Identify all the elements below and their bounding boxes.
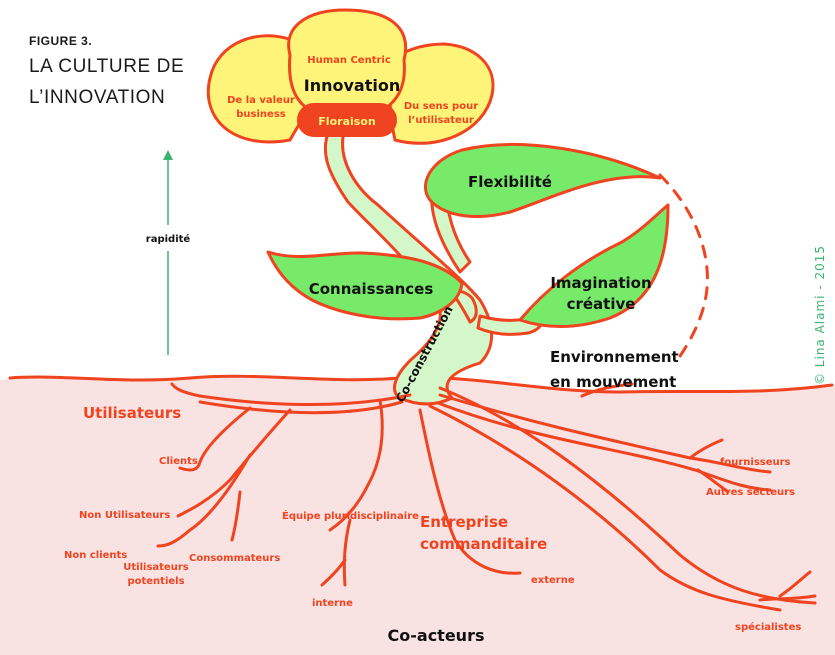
label-user-meaning-1: Du sens pour: [404, 101, 478, 112]
label-speed: rapidité: [146, 233, 191, 245]
leaf-flexibility: [424, 143, 662, 218]
root-suppliers-fork: [688, 438, 724, 460]
label-environment-1: Environnement: [550, 348, 679, 366]
root-main-right: [438, 386, 817, 605]
label-potential-users-2: potentiels: [127, 576, 184, 587]
root-main-right-upper: [428, 404, 782, 612]
label-user-meaning-2: l’utilisateur: [408, 115, 474, 126]
leaf-knowledge: [266, 250, 464, 321]
figure-number: FIGURE 3.: [29, 34, 93, 48]
label-human-centric: Human Centric: [307, 55, 391, 66]
label-consumers: Consommateurs: [189, 553, 280, 564]
label-potential-users-1: Utilisateurs: [123, 562, 188, 573]
label-knowledge: Connaissances: [309, 280, 434, 298]
root-sectors-fork: [696, 468, 730, 494]
stem: [323, 126, 494, 406]
label-floraison: Floraison: [318, 115, 375, 128]
label-external: externe: [531, 575, 575, 586]
label-team: Équipe pluridisciplinaire: [282, 509, 419, 522]
label-non-users: Non Utilisateurs: [79, 510, 170, 521]
label-internal: interne: [312, 598, 353, 609]
speed-arrow-head: [163, 150, 173, 160]
figure-title-line-2: L’INNOVATION: [29, 87, 166, 108]
label-business-value-1: De la valeur: [227, 95, 295, 106]
root-sponsor-branch: [418, 408, 522, 575]
root-right-arm-2: [436, 401, 772, 492]
root-env-extension: [580, 382, 634, 398]
root-specialists-fork-2: [758, 594, 817, 602]
root-users-branch: [178, 406, 252, 472]
root-team-branch: [328, 398, 384, 532]
label-imagination-2: créative: [567, 295, 636, 313]
stem-branch-knowledge: [450, 289, 478, 324]
speed-label-gap: [135, 225, 201, 251]
flower-center: [297, 103, 397, 137]
figure-caption: FIGURE 3. LA CULTURE DE L’INNOVATION: [29, 34, 184, 110]
label-suppliers: fournisseurs: [720, 457, 791, 468]
label-flexibility: Flexibilité: [468, 173, 552, 191]
label-non-clients: Non clients: [64, 550, 127, 561]
label-environment-2: en mouvement: [550, 373, 676, 391]
leaf-imagination: [518, 203, 670, 328]
copyright-credit: © Lina Alami - 2015: [813, 244, 827, 386]
label-imagination-1: Imagination: [550, 274, 651, 292]
label-sponsor-2: commanditaire: [420, 535, 547, 553]
label-users: Utilisateurs: [83, 404, 181, 422]
label-co-actors: Co-acteurs: [388, 626, 485, 645]
label-specialists: spécialistes: [735, 621, 801, 633]
root-left-arm-2: [198, 400, 404, 415]
roots: [156, 382, 817, 612]
label-other-sectors: Autres secteurs: [706, 487, 795, 498]
root-right-arm: [438, 393, 772, 474]
root-consumers-branch: [230, 490, 242, 542]
figure-title-line-1: LA CULTURE DE: [29, 56, 185, 77]
root-internal-branch: [342, 518, 352, 587]
root-nonclients-branch: [156, 453, 252, 548]
label-innovation: Innovation: [304, 76, 400, 95]
root-specialists-fork-1: [778, 570, 812, 598]
label-clients: Clients: [159, 456, 198, 467]
label-business-value-2: business: [236, 109, 286, 120]
dashed-vine: [658, 173, 709, 364]
label-sponsor-1: Entreprise: [420, 513, 508, 531]
root-nonusers-branch: [176, 408, 292, 518]
root-left-arm: [170, 382, 412, 407]
root-internal-fork: [320, 558, 347, 587]
